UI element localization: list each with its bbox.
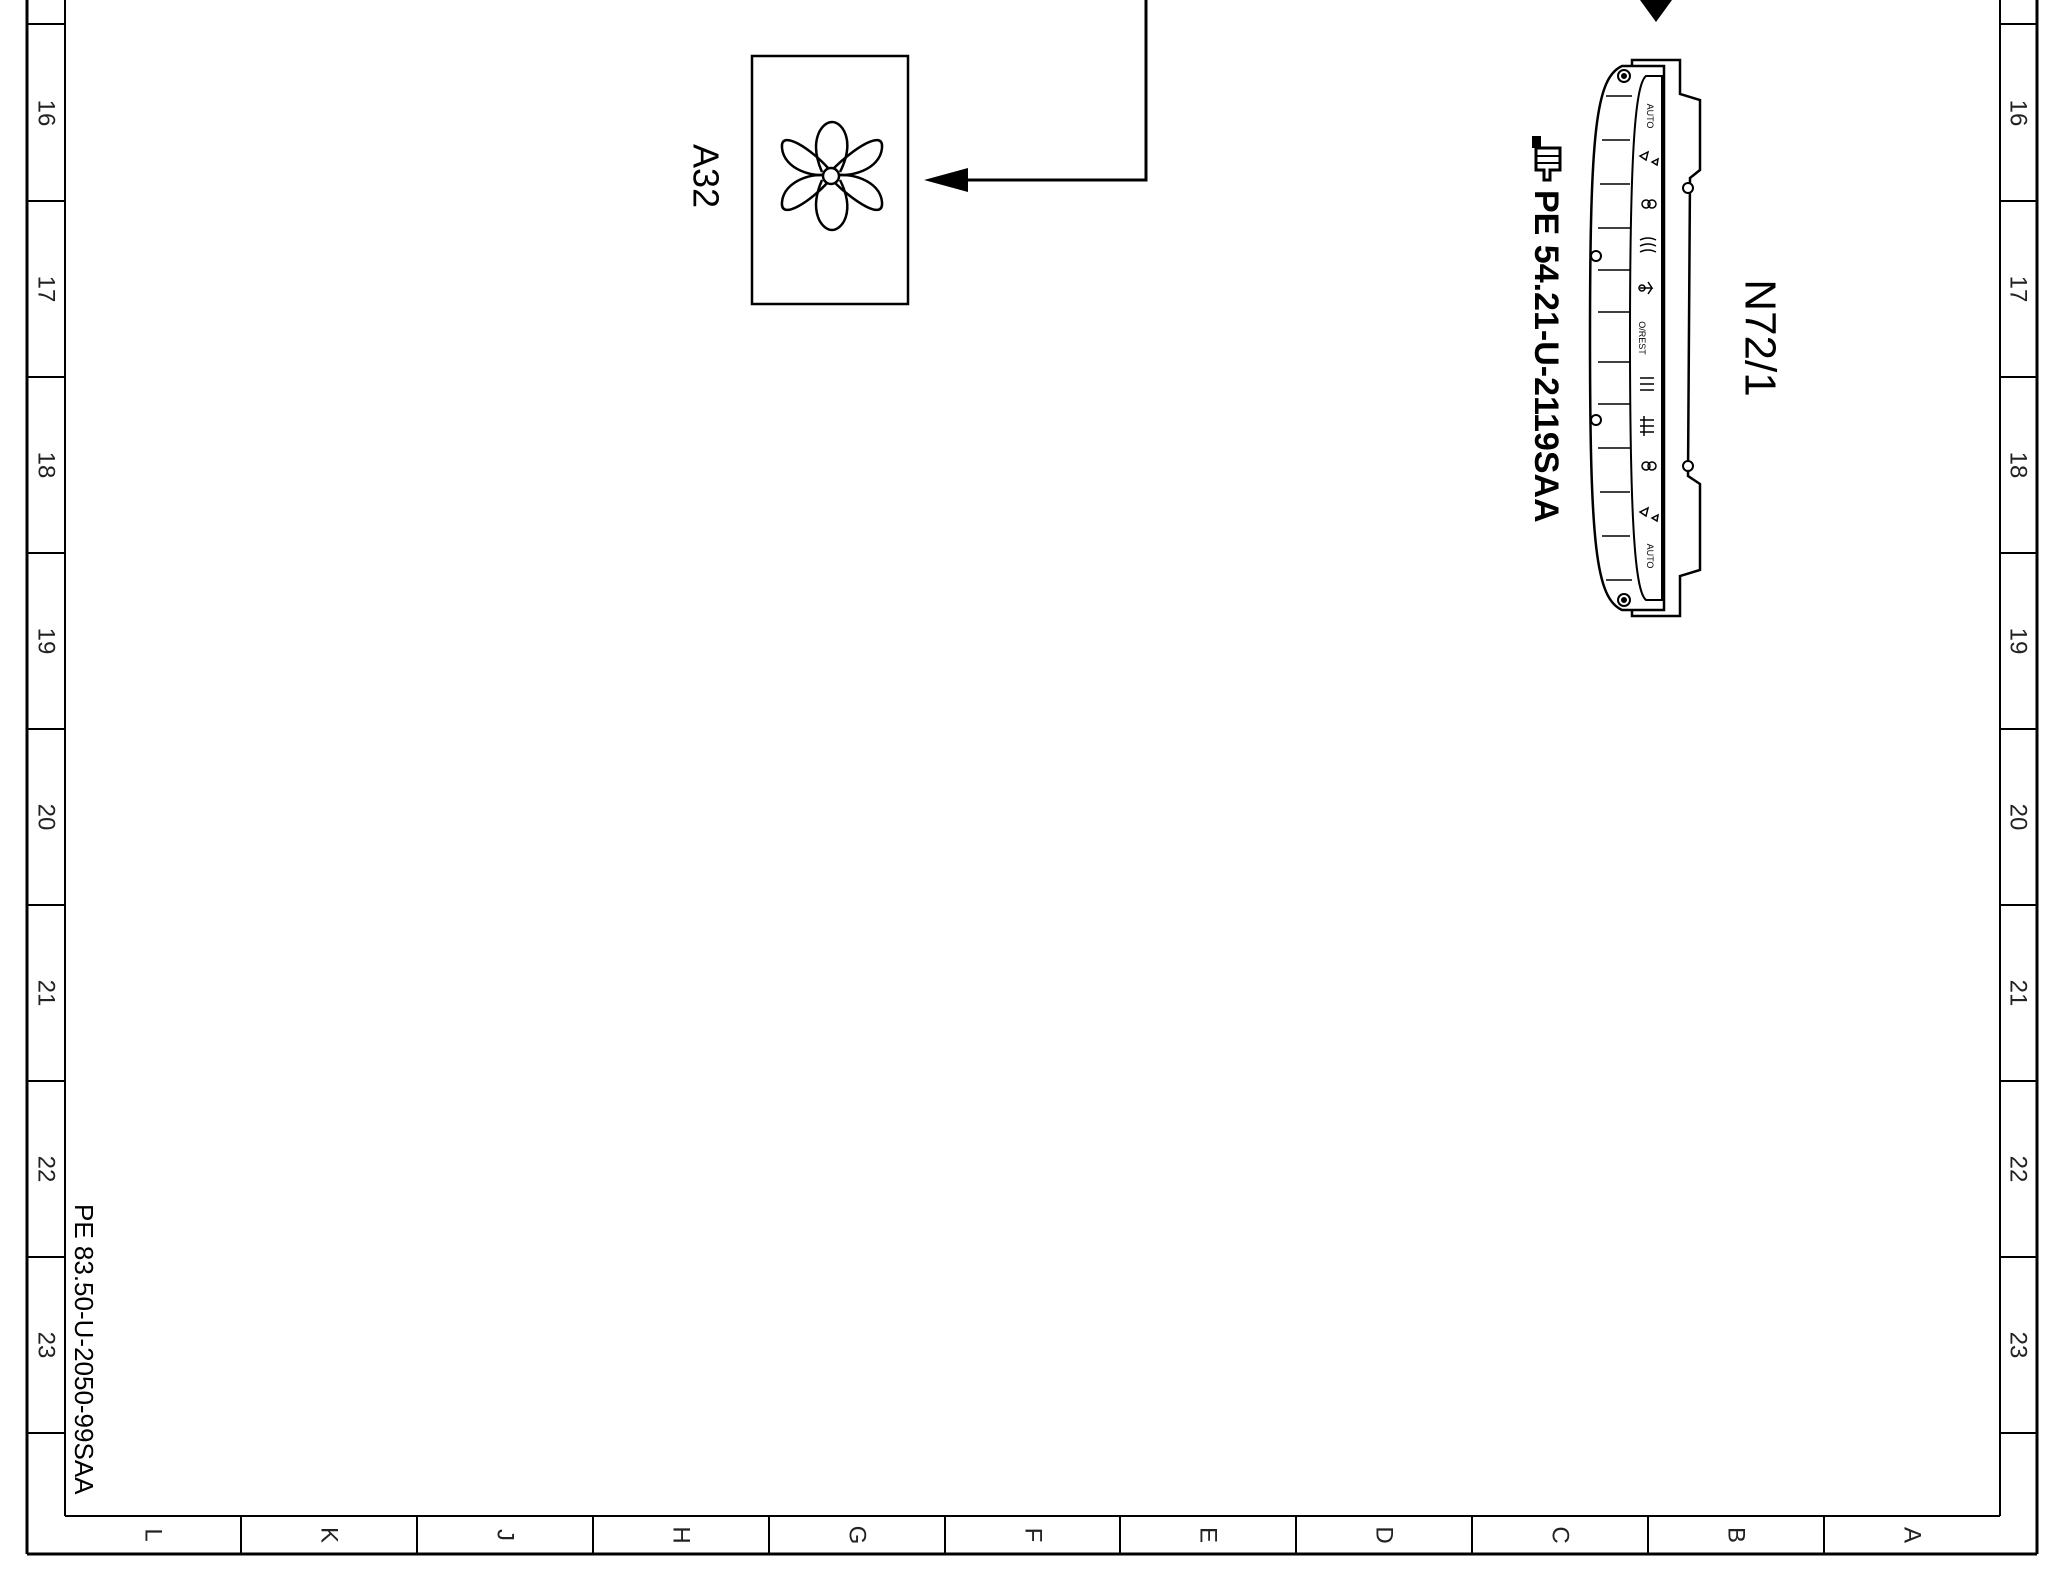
sheet-reference: PE 83.50-U-2050-99SAA bbox=[69, 1204, 99, 1495]
arrowhead-icon bbox=[924, 168, 968, 192]
column-label-a: A bbox=[1899, 1527, 1926, 1543]
row-labels-left: 16 17 18 19 20 21 22 23 bbox=[33, 100, 60, 1359]
sheet-frame bbox=[25, 0, 2039, 1556]
fan-icon bbox=[780, 120, 884, 232]
panel-button-symbols bbox=[1638, 150, 1659, 523]
blower-motor-a32: A32 bbox=[686, 54, 910, 306]
row-label-16-left: 16 bbox=[33, 100, 60, 127]
column-label-f: F bbox=[1020, 1528, 1047, 1543]
column-label-j: J bbox=[492, 1529, 519, 1541]
row-label-19-left: 19 bbox=[33, 628, 60, 655]
column-ticks bbox=[240, 1516, 1825, 1554]
column-label-b: B bbox=[1723, 1527, 1750, 1543]
column-label-g: G bbox=[844, 1526, 871, 1545]
row-label-20-right: 20 bbox=[2005, 804, 2032, 831]
cross-reference-note: PE 54.21-U-2119SAA bbox=[1527, 136, 1565, 523]
control-panel-label: N72/1 bbox=[1736, 279, 1785, 396]
pointing-hand-icon bbox=[1532, 136, 1562, 182]
cross-reference-text: PE 54.21-U-2119SAA bbox=[1527, 190, 1565, 523]
row-label-17-left: 17 bbox=[33, 276, 60, 303]
blower-label: A32 bbox=[686, 144, 727, 208]
panel-button-auto-top: AUTO bbox=[1645, 104, 1655, 129]
row-label-17-right: 17 bbox=[2005, 276, 2032, 303]
climate-control-panel-n72-1: AUTO O/REST AUTO N72/1 bbox=[1588, 58, 1785, 618]
row-label-21-left: 21 bbox=[33, 980, 60, 1007]
panel-button-auto-bottom: AUTO bbox=[1645, 544, 1655, 569]
row-label-23-left: 23 bbox=[33, 1332, 60, 1359]
column-label-e: E bbox=[1195, 1527, 1222, 1543]
row-label-22-right: 22 bbox=[2005, 1156, 2032, 1183]
row-label-21-right: 21 bbox=[2005, 980, 2032, 1007]
column-label-k: K bbox=[316, 1527, 343, 1543]
column-label-c: C bbox=[1547, 1526, 1574, 1543]
column-label-h: H bbox=[668, 1526, 695, 1543]
column-label-l: L bbox=[140, 1528, 167, 1541]
row-label-19-right: 19 bbox=[2005, 628, 2032, 655]
row-label-16-right: 16 bbox=[2005, 100, 2032, 127]
row-label-20-left: 20 bbox=[33, 804, 60, 831]
column-label-d: D bbox=[1371, 1526, 1398, 1543]
row-label-18-left: 18 bbox=[33, 452, 60, 479]
row-labels-right: 16 17 18 19 20 21 22 23 bbox=[2005, 100, 2032, 1359]
row-label-22-left: 22 bbox=[33, 1156, 60, 1183]
row-label-23-right: 23 bbox=[2005, 1332, 2032, 1359]
row-label-18-right: 18 bbox=[2005, 452, 2032, 479]
wire-to-blower bbox=[924, 0, 1148, 192]
panel-button-rest: O/REST bbox=[1637, 321, 1647, 355]
column-labels: L K J H G F E D C B A bbox=[140, 1526, 1926, 1545]
wire-arrow-down-icon bbox=[1640, 0, 1672, 22]
row-ticks bbox=[27, 23, 2037, 1434]
